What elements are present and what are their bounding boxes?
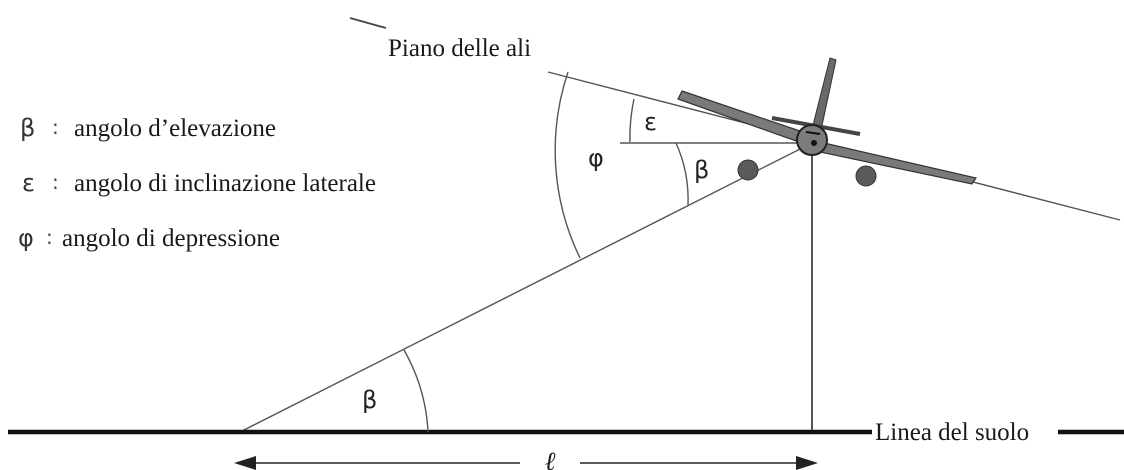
- legend-symbol: β: [20, 114, 35, 142]
- legend-text: angolo d’elevazione: [74, 115, 276, 142]
- distance-arrow: [234, 456, 818, 470]
- right-wing: [819, 142, 977, 185]
- legend-separator: :: [46, 225, 53, 249]
- legend-text: angolo di depressione: [62, 225, 280, 252]
- tail-fin: [810, 57, 837, 136]
- fuselage: [796, 124, 828, 156]
- phi-label: φ: [588, 144, 604, 172]
- aircraft: [677, 57, 977, 187]
- beta-arc-top: [675, 142, 689, 206]
- legend-item-phi: φ : angolo di depressione: [18, 224, 280, 252]
- legend-item-beta: β : angolo d’elevazione: [20, 114, 276, 142]
- left-wing: [677, 90, 801, 142]
- right-engine: [855, 165, 877, 187]
- legend-text: angolo di inclinazione laterale: [74, 170, 376, 197]
- ground-line-label: Linea del suolo: [875, 419, 1029, 446]
- distance-label: ℓ: [545, 447, 556, 470]
- wing-plane-label: Piano delle ali: [388, 35, 531, 62]
- left-engine: [737, 159, 759, 181]
- legend-separator: :: [52, 115, 59, 139]
- epsilon-arc: [629, 98, 635, 143]
- beta-label-ground: β: [362, 386, 377, 414]
- legend: β : angolo d’elevazione ε : angolo di in…: [18, 114, 376, 252]
- legend-separator: :: [52, 170, 59, 194]
- legend-symbol: ε: [22, 169, 35, 197]
- phi-arc: [554, 71, 581, 259]
- epsilon-label: ε: [644, 108, 657, 136]
- legend-item-epsilon: ε : angolo di inclinazione laterale: [22, 169, 376, 197]
- beta-arc-bottom: [403, 349, 429, 433]
- beta-label-plane: β: [694, 156, 709, 184]
- stray-mark: [349, 17, 387, 29]
- line-of-sight: [239, 142, 813, 433]
- legend-symbol: φ: [18, 224, 34, 252]
